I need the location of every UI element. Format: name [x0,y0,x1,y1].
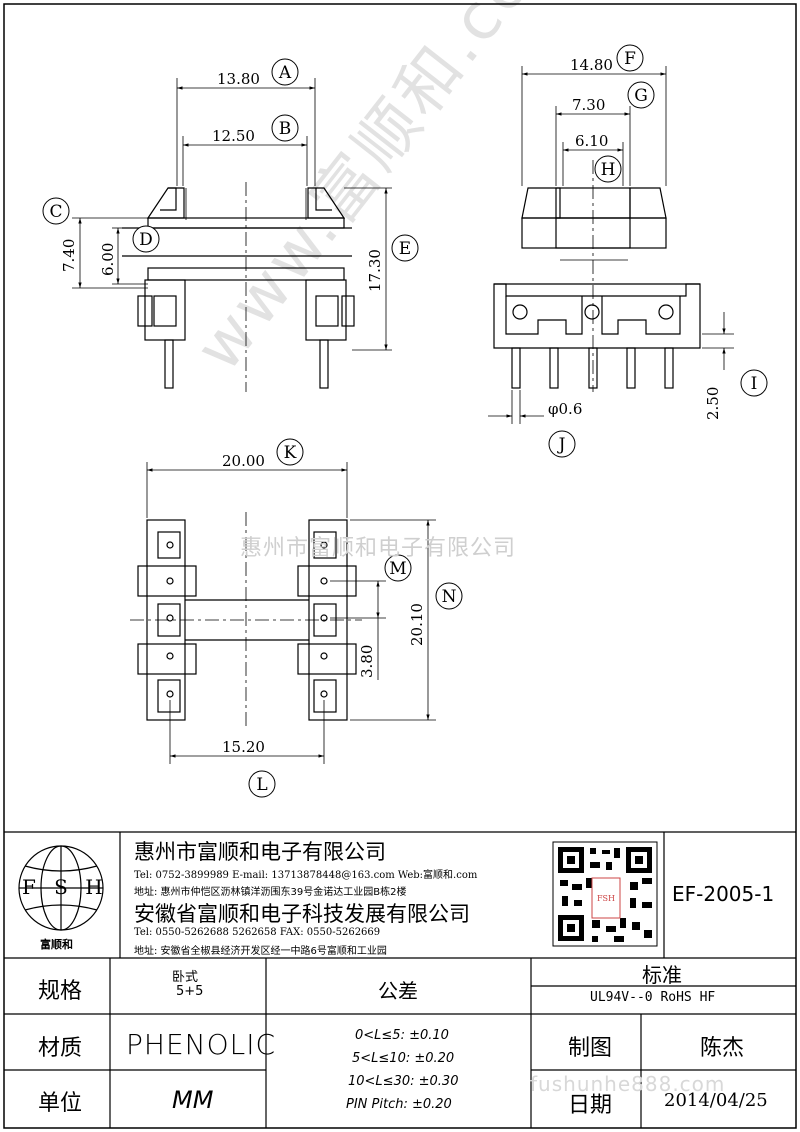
dim-A-value: 13.80 [217,70,260,88]
callout-J: J [557,435,566,455]
dim-M-value: 3.80 [358,645,376,678]
date-value: 2014/04/25 [664,1090,768,1111]
company-address-anhui: 地址: 安徽省全椒县经济开发区经一中路6号富顺和工业园 [134,946,387,957]
callout-K: K [284,443,297,463]
standard-value: UL94V--0 RoHS HF [590,990,716,1005]
qr-code: FSH [552,841,658,947]
dim-E-value: 17.30 [366,249,384,292]
spec-value-orientation: 卧式 [172,970,199,985]
callout-N: N [442,587,457,607]
company-name-anhui: 安徽省富顺和电子科技发展有限公司 [134,902,470,926]
company-tel-huizhou: Tel: 0752-3899989 E-mail: 13713878448@16… [134,870,478,881]
side-view [493,160,701,392]
drawn-by-label: 制图 [568,1036,613,1061]
dim-I-value: 2.50 [704,387,722,420]
dim-J-value: φ0.6 [548,400,582,418]
logo-letter-f: F [22,875,36,899]
dim-H-value: 6.10 [575,132,608,150]
callout-D: D [139,230,153,250]
date-label: 日期 [568,1093,613,1118]
part-number: EF-2005-1 [672,882,775,906]
callout-L: L [256,775,267,795]
qr-center-label: FSH [597,894,615,903]
callout-A: A [278,63,292,83]
logo-name: 富顺和 [40,938,73,951]
spec-label: 规格 [38,979,83,1004]
callout-H: H [601,160,616,180]
callout-C: C [49,202,62,222]
standard-label: 标准 [642,963,682,987]
company-name-huizhou: 惠州市富顺和电子有限公司 [134,840,386,864]
tolerance-label: 公差 [378,979,418,1003]
material-value: PHENOLIC [126,1028,277,1061]
material-label: 材质 [38,1036,83,1061]
company-tel-anhui: Tel: 0550-5262688 5262658 FAX: 0550-5262… [134,927,381,938]
unit-value: MM [172,1086,214,1114]
title-block-grid [4,831,796,1128]
dim-C-value: 7.40 [60,239,78,272]
callout-E: E [399,239,411,259]
callout-I: I [751,374,758,394]
dimension-callouts [42,44,768,798]
pin-pitch-tolerance: PIN Pitch: ±0.20 [346,1097,452,1112]
unit-label: 单位 [38,1091,83,1116]
dim-B-value: 12.50 [212,127,255,145]
dim-F-value: 14.80 [570,56,613,74]
tolerance-range-1: 0<L≤5: ±0.10 [355,1028,449,1043]
dim-G-value: 7.30 [572,96,605,114]
tolerance-range-2: 5<L≤10: ±0.20 [352,1051,455,1066]
watermark-site: fushunhe888.com [530,1072,726,1096]
dim-K-value: 20.00 [222,452,265,470]
logo-letter-s: S [54,875,68,899]
front-view [122,182,355,392]
spec-value-pins: 5+5 [176,984,204,999]
callout-B: B [279,119,292,139]
callout-M: M [389,559,406,579]
dim-L-value: 15.20 [222,738,265,756]
bottom-view [130,512,362,726]
drawn-by-value: 陈杰 [700,1036,745,1061]
callout-G: G [634,86,648,106]
dim-N-value: 20.10 [408,603,426,646]
dim-D-value: 6.00 [99,243,117,276]
callout-F: F [624,49,636,69]
company-address-huizhou: 地址: 惠州市仲恺区沥林镇洋沥围东39号金诺达工业园B栋2楼 [134,887,407,898]
watermark-company: 惠州市富顺和电子有限公司 [240,536,517,561]
tolerance-range-3: 10<L≤30: ±0.30 [348,1074,459,1089]
logo-letter-h: H [85,875,102,899]
fsh-logo [18,845,104,931]
sheet-border [3,3,797,1129]
